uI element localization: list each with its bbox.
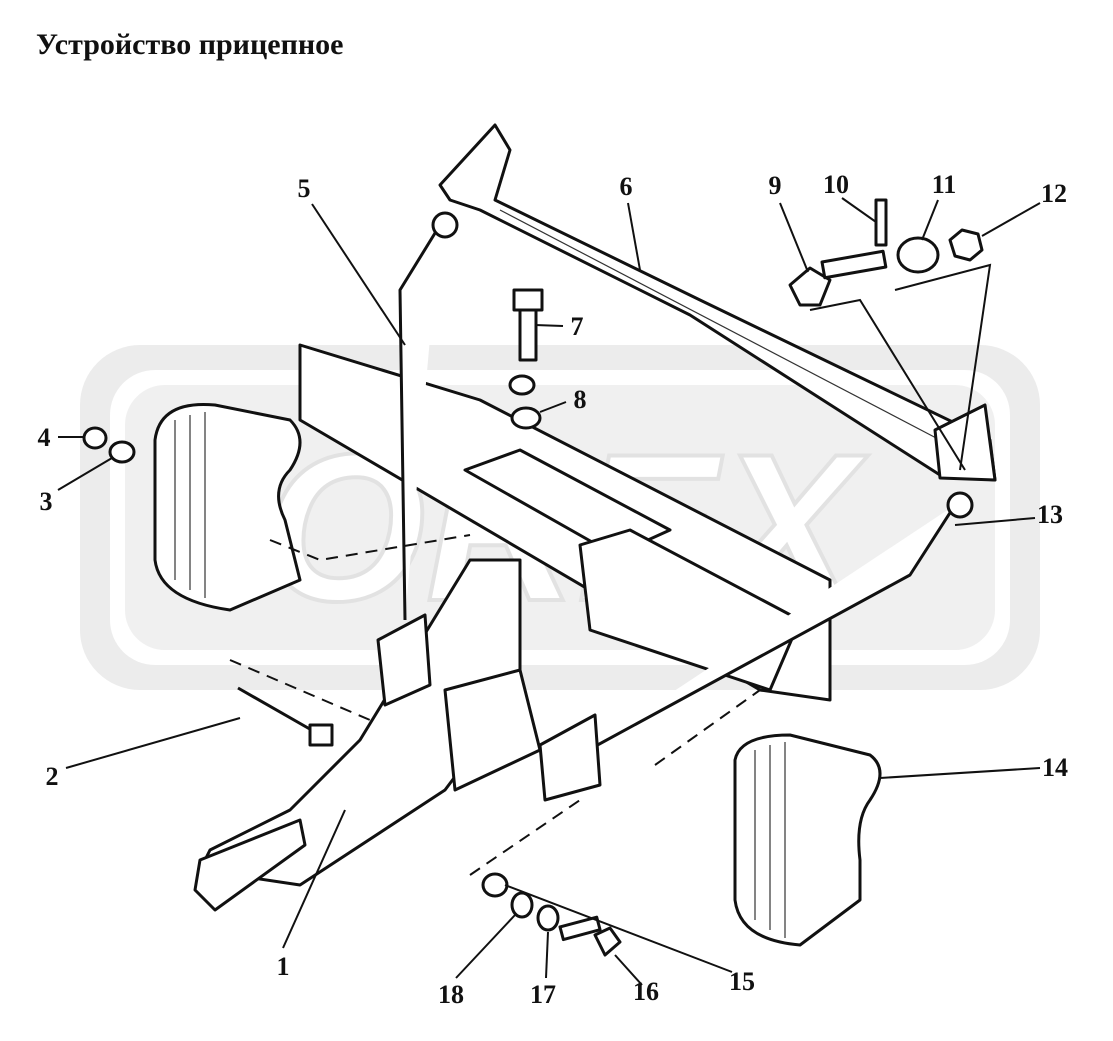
callout-label-17: 17 (530, 980, 556, 1009)
bolt-part-2 (237, 686, 334, 747)
callout-label-16: 16 (633, 977, 659, 1006)
assembly-dash-lines (229, 263, 992, 876)
leader-line-3 (57, 457, 113, 491)
rod-part-5 (376, 211, 459, 707)
callout-label-8: 8 (574, 385, 587, 414)
leader-line-15 (504, 884, 733, 973)
leader-line-9 (779, 202, 809, 273)
callout-label-11: 11 (932, 170, 957, 199)
nut-part-15 (481, 872, 509, 898)
diagram-title: Устройство прицепное (36, 28, 344, 61)
callout-label-9: 9 (769, 171, 782, 200)
leader-line-5 (311, 203, 406, 346)
leader-line-2 (65, 717, 241, 769)
callout-label-4: 4 (38, 423, 51, 452)
leader-line-6 (627, 202, 641, 271)
washer-part-17 (536, 904, 560, 932)
callout-label-2: 2 (46, 762, 59, 791)
bushing-part-11 (896, 236, 940, 274)
callout-label-1: 1 (277, 952, 290, 981)
callout-label-6: 6 (620, 172, 633, 201)
bolt-part-7 (512, 288, 544, 362)
callout-label-15: 15 (729, 967, 755, 996)
ballast-weight-part-14 (733, 733, 882, 947)
nut-part-12 (948, 228, 984, 262)
nut-part-4 (82, 426, 108, 450)
callout-label-7: 7 (571, 312, 584, 341)
leader-line-14 (879, 767, 1041, 779)
rod-part-13 (538, 491, 974, 802)
callout-label-12: 12 (1041, 179, 1067, 208)
washer-part-18 (510, 891, 534, 919)
callout-label-5: 5 (298, 174, 311, 203)
leader-line-13 (954, 517, 1036, 526)
callout-label-3: 3 (40, 487, 53, 516)
pin-part-9 (788, 249, 888, 307)
callout-label-14: 14 (1042, 753, 1068, 782)
leader-line-8 (539, 401, 567, 413)
nut-washer-part-8 (508, 374, 542, 430)
leader-line-17 (545, 931, 549, 979)
drawbar-part-1 (193, 558, 542, 912)
leader-line-1 (282, 809, 346, 949)
leader-line-16 (614, 954, 643, 986)
crossbeam (298, 343, 832, 702)
bolt-part-16 (558, 915, 622, 957)
cotter-part-10 (874, 198, 888, 247)
leader-line-10 (841, 197, 877, 223)
washer-part-3 (108, 440, 136, 464)
callout-label-18: 18 (438, 980, 464, 1009)
ballast-weight-left (153, 402, 302, 612)
leader-line-18 (455, 914, 516, 979)
leader-line-12 (981, 202, 1041, 237)
leader-line-11 (921, 199, 939, 241)
leader-line-7 (534, 324, 564, 327)
callout-label-13: 13 (1037, 500, 1063, 529)
callout-label-10: 10 (823, 170, 849, 199)
